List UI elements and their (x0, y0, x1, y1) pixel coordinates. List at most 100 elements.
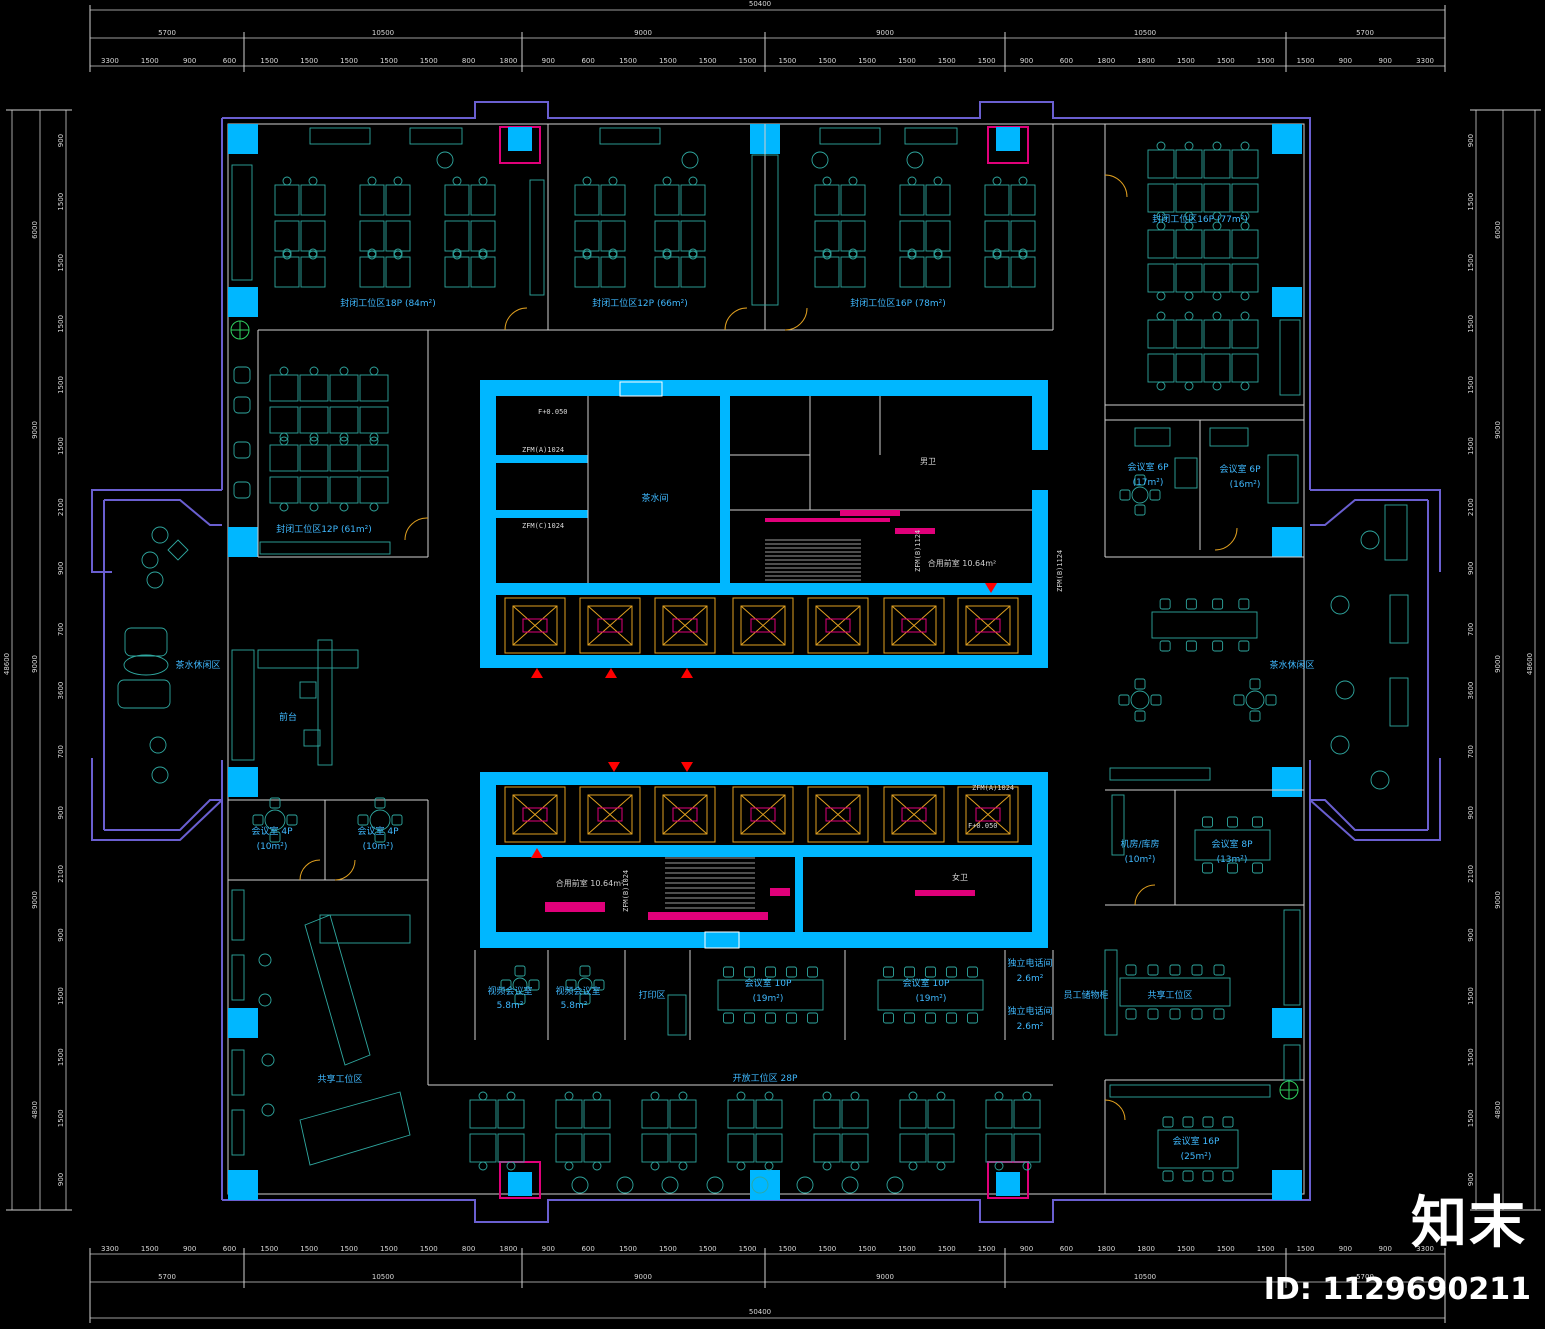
chair (1202, 816, 1213, 828)
meeting-table (1157, 1129, 1239, 1169)
chair (478, 176, 488, 186)
elevator-inner (815, 794, 861, 835)
desk (1175, 149, 1203, 179)
chair (1249, 678, 1261, 690)
label-closed-b: 封闭工位区12P (66m²) (592, 297, 688, 309)
rack (1111, 794, 1125, 856)
chair (662, 250, 672, 260)
chair (357, 814, 369, 826)
desk (1147, 149, 1175, 179)
lounge-chair (146, 571, 164, 589)
lounge-chair (151, 526, 169, 544)
chair (1184, 381, 1194, 391)
dim-segment-label: 1500 (1217, 1245, 1235, 1253)
pantry-counter (231, 649, 255, 761)
dim-segment-label: 1500 (57, 254, 65, 272)
dim-segment-label: 1500 (659, 57, 677, 65)
dim-segment-label: 1500 (739, 1245, 757, 1253)
meeting-table (877, 979, 984, 1011)
label-meet10a-area: (19m²) (753, 994, 784, 1004)
chair (1227, 862, 1238, 874)
desk (329, 374, 359, 402)
dim-segment-label: 900 (1020, 57, 1033, 65)
chair (279, 502, 289, 512)
chair (339, 366, 349, 376)
cabinet (309, 127, 371, 145)
chair (579, 965, 591, 977)
dim-segment-label: 600 (1060, 57, 1073, 65)
chair (478, 248, 488, 258)
label-closed-a: 封闭工位区18P (84m²) (340, 297, 436, 309)
dim-segment-label: 1500 (1467, 987, 1475, 1005)
dim-segment-label: 900 (1339, 57, 1352, 65)
label-door-d: ZFM(B)1124 (914, 530, 922, 572)
lounge-chair (233, 366, 251, 384)
dim-segment-label: 800 (462, 57, 475, 65)
label-meet10a: 会议室 10P (745, 977, 792, 989)
lounge-chair (1360, 530, 1380, 550)
furniture (117, 127, 1409, 1194)
round-stool (661, 1176, 679, 1194)
desk (469, 1133, 497, 1163)
cabinet (231, 164, 253, 281)
dim-bottom-3: 9000 (634, 1273, 652, 1281)
chair (1134, 474, 1146, 486)
elevator-counterweight (522, 618, 548, 633)
chair (514, 993, 526, 1005)
cabinet (1209, 427, 1249, 447)
chair (1240, 221, 1250, 231)
dim-segment-label: 1500 (619, 1245, 637, 1253)
desk (359, 220, 385, 252)
desk (444, 220, 470, 252)
sofa (124, 627, 168, 657)
chair (967, 966, 978, 978)
dim-segment-label: 1500 (818, 1245, 836, 1253)
chair (1185, 640, 1197, 652)
chair (582, 176, 592, 186)
label-male-wc: 男卫 (920, 457, 936, 466)
outer-walls (91, 101, 1441, 1223)
chair (282, 176, 292, 186)
dim-segment-label: 700 (1467, 745, 1475, 758)
chair (1169, 964, 1181, 976)
chair (261, 1103, 275, 1117)
desk (300, 184, 326, 216)
dim-top-3: 9000 (634, 29, 652, 37)
cabinet (1174, 457, 1198, 489)
chair (850, 1161, 860, 1171)
dim-segment-label: 1800 (1137, 57, 1155, 65)
elevator-diag (965, 794, 1011, 835)
chair (279, 432, 289, 442)
label-meet6b: 会议室 6P (1219, 463, 1261, 475)
chair (786, 966, 797, 978)
chair (1212, 141, 1222, 151)
dim-segment-label: 1500 (699, 57, 717, 65)
desk (359, 476, 389, 504)
desk (1147, 229, 1175, 259)
dim-segment-label: 900 (1467, 1173, 1475, 1186)
chair (582, 248, 592, 258)
desk (359, 256, 385, 288)
desk (274, 220, 300, 252)
dim-segment-label: 1500 (1257, 1245, 1275, 1253)
desk (1147, 353, 1175, 383)
lounge-chair (1330, 595, 1350, 615)
dim-segment-label: 3300 (1416, 57, 1434, 65)
chair (1240, 291, 1250, 301)
chair (367, 250, 377, 260)
elevator-counterweight (597, 807, 623, 822)
dim-segment-label: 1500 (818, 57, 836, 65)
dim-segment-label: 1500 (340, 57, 358, 65)
chair (822, 248, 832, 258)
sofa (1267, 454, 1299, 504)
desk (1175, 229, 1203, 259)
core-walls (480, 380, 1048, 948)
elevator-diag (587, 605, 633, 646)
dim-segment-label: 1500 (779, 1245, 797, 1253)
cabinet (1279, 319, 1301, 396)
dim-segment-label: 1500 (1467, 193, 1475, 211)
elevator-inner (740, 794, 786, 835)
cabinet (1134, 427, 1171, 447)
dim-segment-label: 700 (57, 745, 65, 758)
desk (1147, 183, 1175, 213)
